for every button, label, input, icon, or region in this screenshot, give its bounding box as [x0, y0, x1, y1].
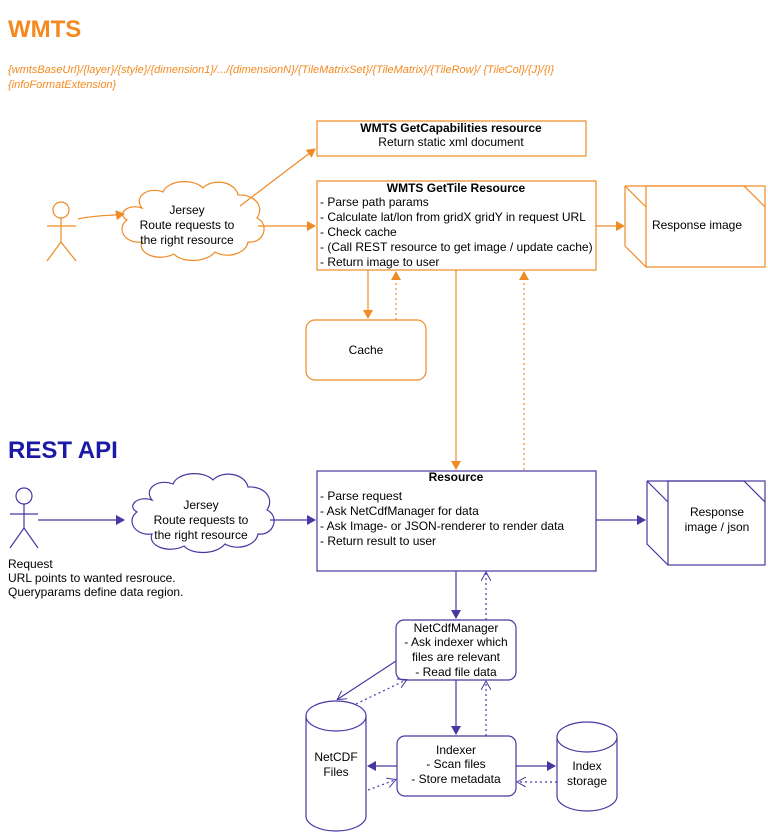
netcdf-files-line2: Files [323, 765, 348, 779]
resource-title: Resource [429, 470, 484, 484]
resource-step: - Ask Image- or JSON-renderer to render … [320, 519, 564, 533]
wmts-edges [77, 148, 625, 470]
wmts-jersey-line3: the right resource [140, 233, 234, 247]
wmts-response-image: Response image [624, 185, 766, 268]
wmts-cache: Cache [305, 319, 427, 381]
gettile-title: WMTS GetTile Resource [387, 181, 526, 195]
gettile-step: - (Call REST resource to get image / upd… [320, 240, 593, 254]
rest-user-actor-icon [9, 487, 39, 549]
rest-response-line1: Response [690, 505, 744, 519]
resource-step: - Return result to user [320, 534, 436, 548]
wmts-title: WMTS [8, 16, 81, 43]
index-storage-line2: storage [567, 774, 607, 788]
wmts-jersey-line1: Jersey [169, 203, 204, 217]
wmts-url-template-line2: {infoFormatExtension} [8, 79, 117, 91]
indexer-title: Indexer [436, 743, 476, 757]
index-storage-icon: Index storage [556, 721, 618, 812]
indexer-line: - Scan files [426, 757, 485, 771]
index-storage-line1: Index [572, 759, 601, 773]
gettile-step: - Calculate lat/lon from gridX gridY in … [320, 210, 586, 224]
rest-response-line2: image / json [685, 520, 750, 534]
getcapabilities-description: Return static xml document [378, 135, 524, 149]
resource-step: - Parse request [320, 489, 403, 503]
netcdf-manager: NetCdfManager - Ask indexer which files … [395, 619, 517, 681]
rest-jersey-line3: the right resource [154, 528, 248, 542]
indexer: Indexer - Scan files - Store metadata [396, 735, 517, 797]
rest-response-image-json: Response image / json [646, 480, 766, 566]
rest-jersey-line2: Route requests to [154, 513, 249, 527]
netcdf-manager-title: NetCdfManager [414, 621, 499, 635]
wmts-jersey-router: Jersey Route requests to the right resou… [121, 181, 265, 262]
netcdf-manager-line: - Read file data [415, 665, 497, 679]
getcapabilities-title: WMTS GetCapabilities resource [360, 121, 542, 135]
request-caption-line3: Queryparams define data region. [8, 585, 183, 599]
request-caption-line2: URL points to wanted resrouce. [8, 571, 176, 585]
wmts-response-label: Response image [652, 218, 742, 232]
gettile-step: - Return image to user [320, 255, 439, 269]
wmts-jersey-line2: Route requests to [140, 218, 235, 232]
wmts-gettile-resource: WMTS GetTile Resource - Parse path param… [316, 180, 597, 271]
wmts-user-actor-icon [46, 201, 77, 262]
netcdf-files-storage-icon: NetCDF Files [305, 700, 367, 832]
netcdf-manager-line: files are relevant [412, 650, 501, 664]
rest-edges [38, 515, 646, 791]
wmts-getcapabilities-resource: WMTS GetCapabilities resource Return sta… [316, 120, 587, 157]
rest-jersey-line1: Jersey [183, 498, 218, 512]
indexer-line: - Store metadata [411, 772, 501, 786]
rest-api-title: REST API [8, 437, 118, 464]
gettile-step: - Parse path params [320, 195, 429, 209]
request-caption-line1: Request [8, 557, 53, 571]
resource-step: - Ask NetCdfManager for data [320, 504, 479, 518]
netcdf-manager-line: - Ask indexer which [404, 635, 507, 649]
wmts-url-template-line1: {wmtsBaseUrl}/{layer}/{style}/{dimension… [8, 64, 555, 76]
rest-resource: Resource - Parse request - Ask NetCdfMan… [316, 470, 597, 572]
gettile-step: - Check cache [320, 225, 397, 239]
cache-label: Cache [349, 343, 384, 357]
rest-jersey-router: Jersey Route requests to the right resou… [131, 473, 275, 554]
netcdf-files-line1: NetCDF [314, 750, 357, 764]
